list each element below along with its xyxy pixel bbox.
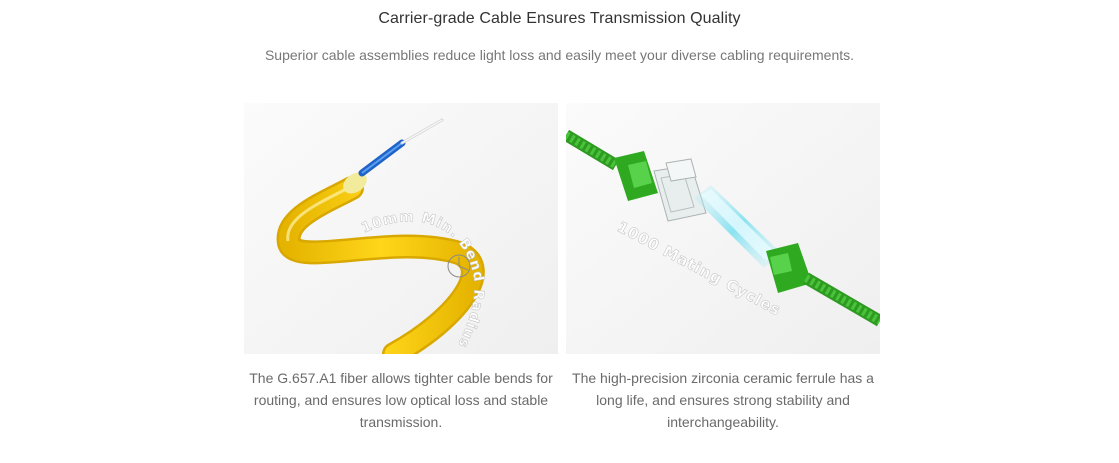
feature-card-mating-cycles: 1000 Mating Cycles The high-precision zi… <box>566 103 880 433</box>
feature-card-bend-radius: 10mm Min. Bend Radius The G.657.A1 fiber… <box>244 103 558 433</box>
mating-cycles-description: The high-precision zirconia ceramic ferr… <box>572 370 874 430</box>
section-title: Carrier-grade Cable Ensures Transmission… <box>378 10 741 27</box>
fiber-bend-image: 10mm Min. Bend Radius <box>244 103 558 354</box>
section-subtitle: Superior cable assemblies reduce light l… <box>264 47 855 63</box>
ferrule-connector-image: 1000 Mating Cycles <box>566 103 880 354</box>
bend-radius-description: The G.657.A1 fiber allows tighter cable … <box>249 370 553 430</box>
